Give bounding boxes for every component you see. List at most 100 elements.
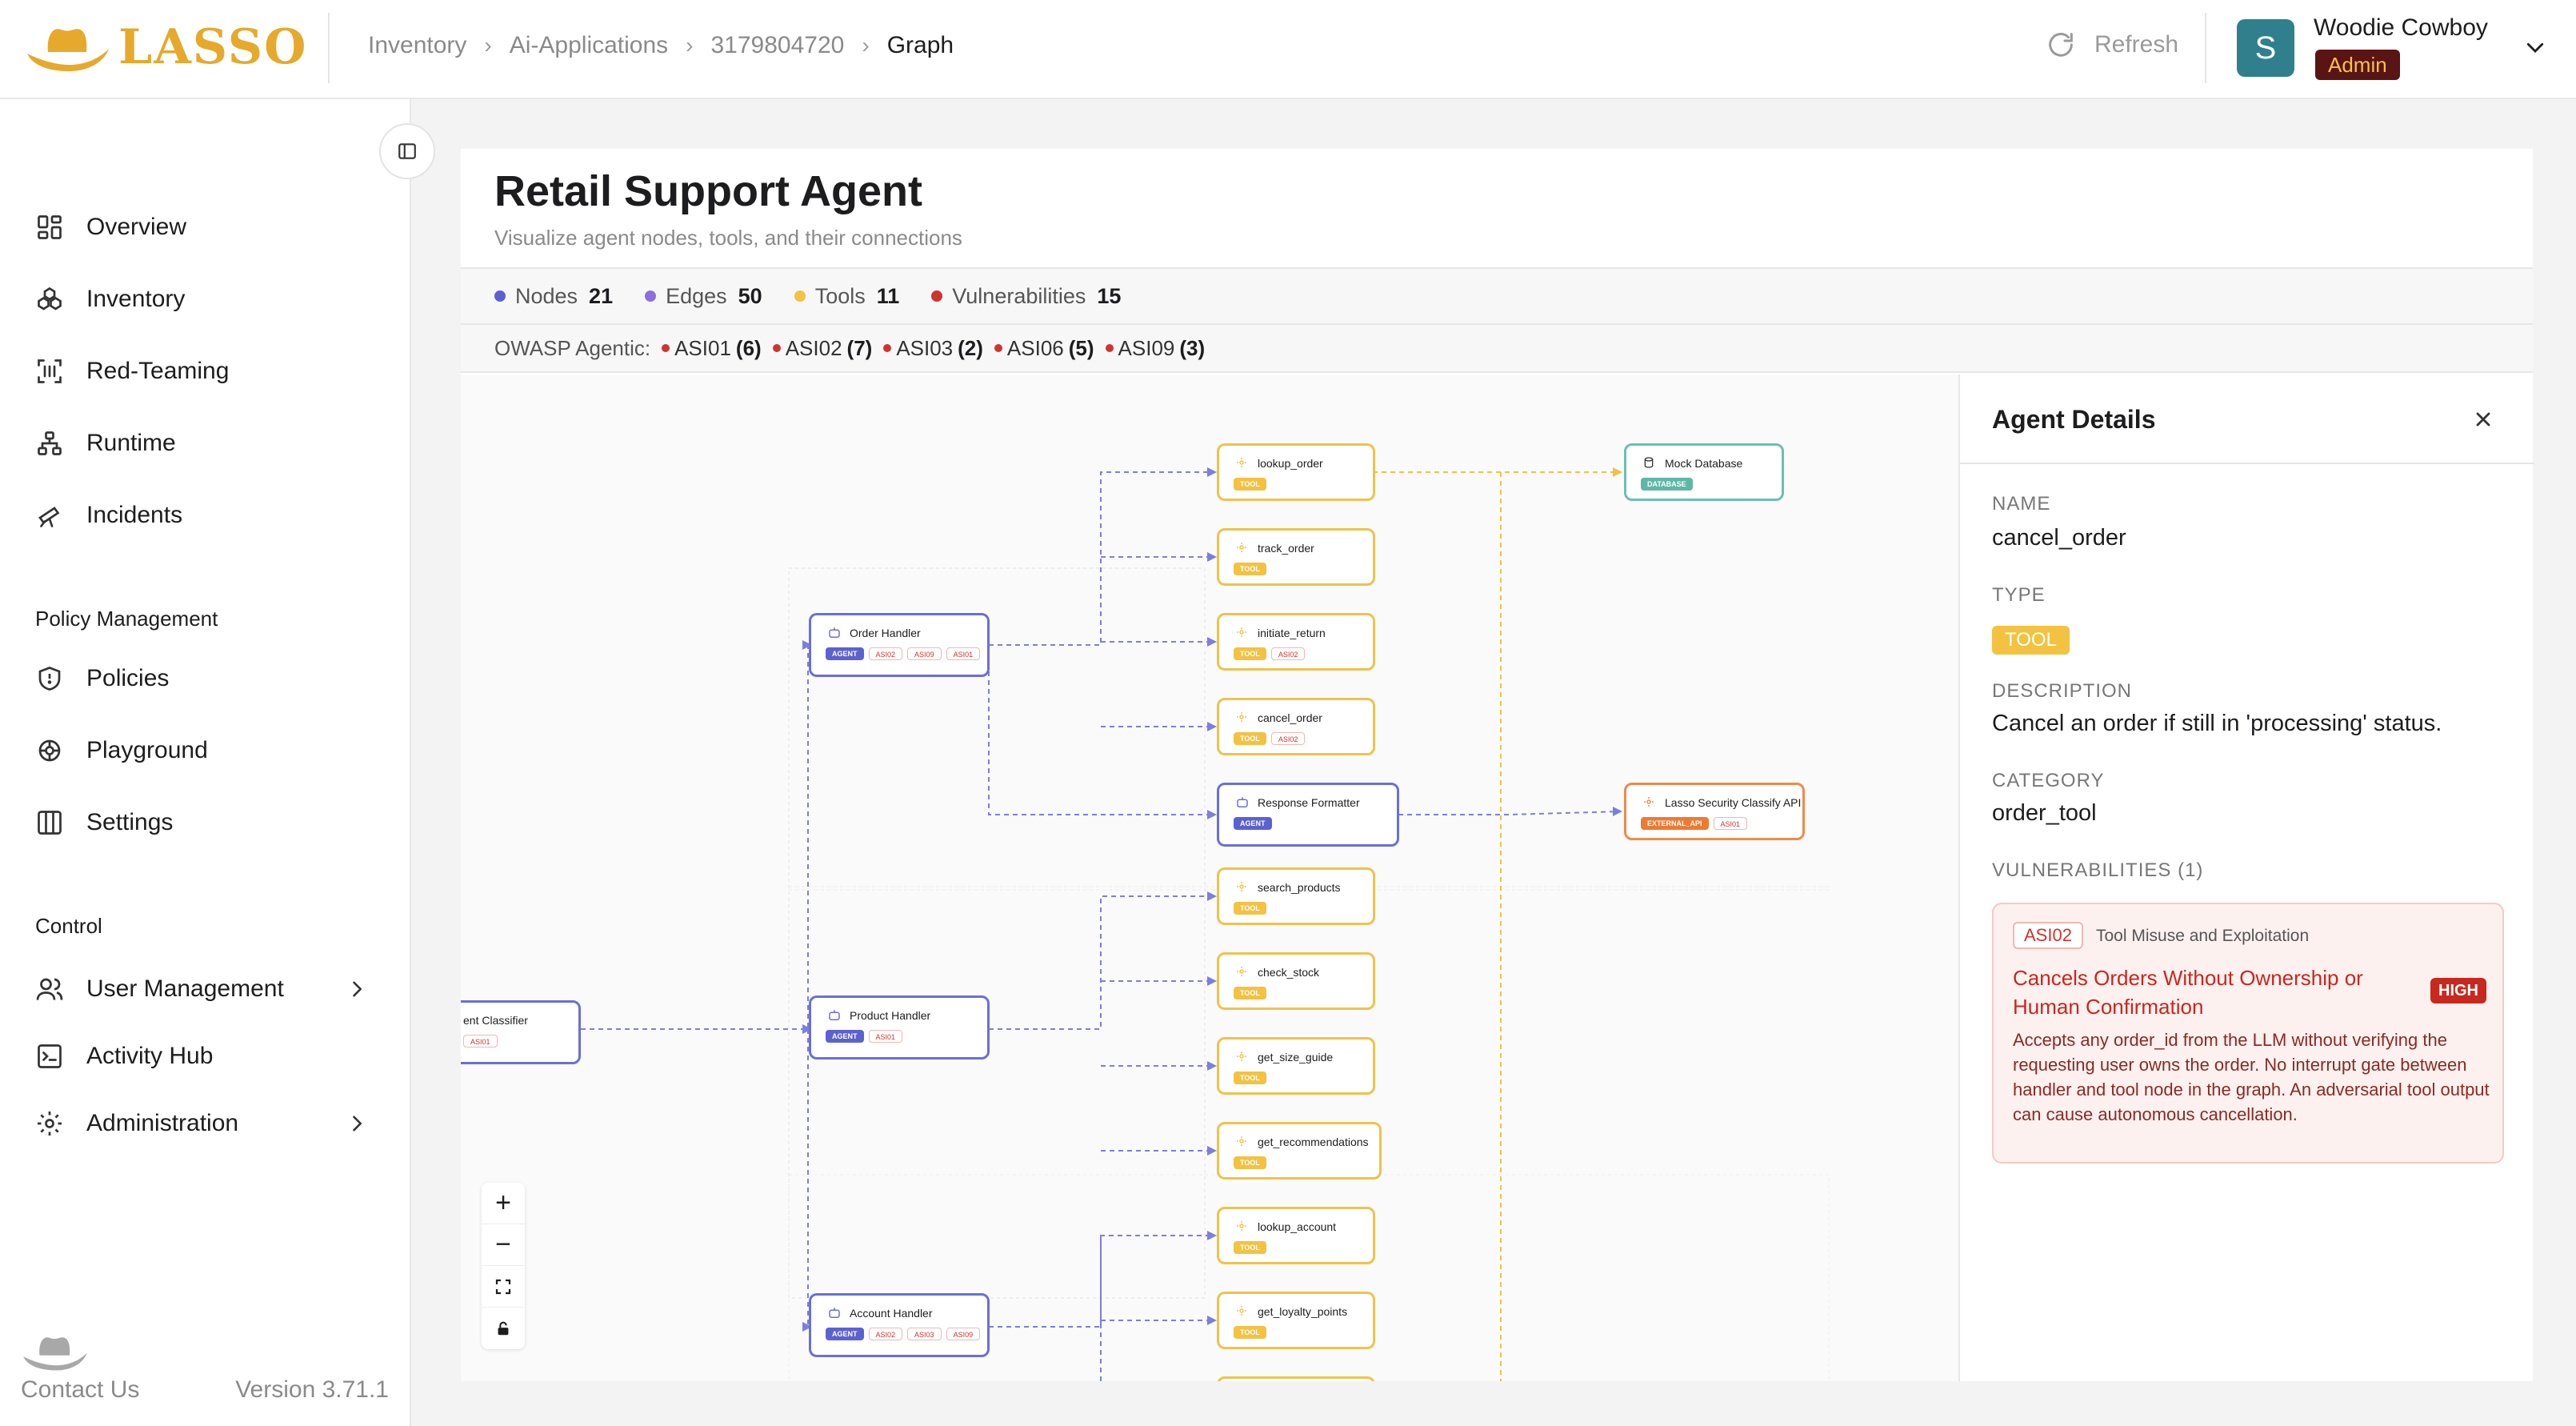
chevron-right-icon: ›	[862, 33, 870, 58]
vuln-dot-icon	[772, 344, 781, 352]
refresh-button[interactable]: Refresh	[2045, 29, 2178, 61]
node-lasso-classify-api[interactable]: Lasso Security Classify API EXTERNAL_API…	[1624, 783, 1805, 840]
node-tag: DATABASE	[1641, 478, 1693, 491]
red-teaming-icon	[38, 359, 62, 383]
chevron-right-icon[interactable]	[346, 978, 368, 1000]
node-tag: ASI02	[868, 647, 903, 660]
tool-gear-icon	[1237, 543, 1246, 552]
gear-icon	[38, 1112, 62, 1136]
node-tag: ASI02	[1270, 647, 1306, 660]
node-search-products[interactable]: search_products TOOL	[1217, 867, 1375, 925]
tool-gear-icon	[1237, 1306, 1246, 1316]
vulnerabilities-dot-icon	[931, 290, 943, 302]
sidebar-item-overview[interactable]: Overview	[35, 213, 186, 242]
sidebar-item-user-management[interactable]: User Management	[35, 975, 284, 1003]
sidebar-item-runtime[interactable]: Runtime	[35, 429, 176, 458]
node-tag: TOOL	[1234, 1241, 1266, 1254]
version-label: Version 3.71.1	[235, 1376, 389, 1403]
sidebar-item-label: Playground	[86, 737, 208, 763]
fit-view-button[interactable]	[482, 1266, 525, 1308]
owasp-code: ASI02	[785, 335, 842, 360]
sidebar-item-playground[interactable]: Playground	[35, 736, 208, 765]
sidebar-item-activity-hub[interactable]: Activity Hub	[35, 1042, 213, 1071]
node-partial-tool[interactable]	[1217, 1376, 1375, 1381]
node-lookup-order[interactable]: lookup_order TOOL	[1217, 443, 1375, 501]
node-get-loyalty-points[interactable]: get_loyalty_points TOOL	[1217, 1292, 1375, 1349]
sidebar-item-administration[interactable]: Administration	[35, 1109, 238, 1138]
node-tag: ASI01	[946, 647, 981, 660]
close-icon[interactable]	[2472, 408, 2494, 431]
brand-logo[interactable]: LASSO	[24, 19, 307, 75]
owasp-filter-asi02[interactable]: ASI02(7)	[772, 335, 872, 361]
node-tag: ASI02	[1270, 732, 1306, 745]
sidebar-item-policies[interactable]: Policies	[35, 664, 169, 693]
stat-edges: Edges 50	[645, 284, 762, 309]
node-mock-database[interactable]: Mock Database DATABASE	[1624, 443, 1784, 501]
node-track-order[interactable]: track_order TOOL	[1217, 528, 1375, 586]
breadcrumb-ai-applications[interactable]: Ai-Applications	[509, 32, 669, 58]
owasp-label: OWASP Agentic:	[494, 335, 651, 360]
details-title: Agent Details	[1992, 405, 2156, 434]
node-tag: TOOL	[1234, 1156, 1266, 1169]
tool-gear-icon	[1237, 882, 1246, 891]
node-get-recommendations[interactable]: get_recommendations TOOL	[1217, 1122, 1382, 1180]
node-check-stock[interactable]: check_stock TOOL	[1217, 952, 1375, 1010]
avatar[interactable]: S	[2237, 19, 2294, 77]
node-tag: TOOL	[1234, 1326, 1266, 1339]
owasp-filter-asi03[interactable]: ASI03(2)	[883, 336, 983, 361]
breadcrumb-inventory[interactable]: Inventory	[368, 32, 467, 58]
section-control: Control	[35, 914, 102, 938]
inventory-icon	[38, 286, 62, 310]
node-lookup-account[interactable]: lookup_account TOOL	[1217, 1207, 1375, 1264]
node-tag: TOOL	[1234, 478, 1266, 491]
description-label: DESCRIPTION	[1992, 680, 2133, 702]
stat-value: 11	[876, 283, 900, 308]
node-intent-classifier[interactable]: ent Classifier ASI01	[461, 1000, 581, 1064]
sidebar-item-red-teaming[interactable]: Red-Teaming	[35, 357, 229, 386]
breadcrumb: Inventory › Ai-Applications › 3179804720…	[368, 32, 954, 59]
owasp-code: ASI01	[674, 335, 731, 360]
chevron-right-icon[interactable]	[346, 1112, 368, 1135]
top-bar: LASSO Inventory › Ai-Applications › 3179…	[0, 0, 2576, 99]
sidebar-item-inventory[interactable]: Inventory	[35, 285, 185, 314]
vuln-dot-icon	[1105, 344, 1114, 352]
sidebar-item-incidents[interactable]: Incidents	[35, 501, 182, 530]
node-get-size-guide[interactable]: get_size_guide TOOL	[1217, 1037, 1375, 1095]
owasp-code: ASI03	[896, 335, 954, 360]
stat-value: 15	[1097, 283, 1122, 308]
sidebar-item-label: User Management	[86, 975, 284, 1002]
stat-nodes: Nodes 21	[494, 284, 613, 309]
graph-canvas[interactable]: ent Classifier ASI01 Order Handler AGENT…	[461, 375, 1958, 1381]
node-label: get_recommendations	[1258, 1136, 1369, 1148]
zoom-in-button[interactable]: +	[482, 1183, 525, 1224]
owasp-filter-asi01[interactable]: ASI01(6)	[662, 336, 762, 361]
breadcrumb-app-id[interactable]: 3179804720	[710, 32, 845, 58]
sidebar-item-settings[interactable]: Settings	[35, 808, 173, 837]
vulnerability-card[interactable]: ASI02 Tool Misuse and Exploitation Cance…	[1992, 903, 2504, 1164]
database-icon	[1644, 457, 1654, 468]
owasp-filter-asi09[interactable]: ASI09(3)	[1105, 336, 1205, 361]
agent-icon	[829, 627, 840, 638]
sidebar-item-label: Red-Teaming	[86, 358, 230, 384]
tool-gear-icon	[1237, 1136, 1246, 1146]
sidebar-collapse-button[interactable]	[379, 123, 435, 179]
brand-name: LASSO	[118, 19, 308, 75]
sidebar-item-label: Incidents	[86, 502, 183, 528]
owasp-count: (2)	[958, 335, 983, 360]
contact-us-link[interactable]: Contact Us	[21, 1376, 140, 1403]
user-name: Woodie Cowboy	[2314, 14, 2488, 41]
role-badge: Admin	[2315, 50, 2400, 80]
runtime-icon	[38, 431, 62, 455]
node-response-formatter[interactable]: Response Formatter AGENT	[1217, 783, 1399, 847]
zoom-out-button[interactable]: −	[482, 1224, 525, 1266]
lock-button[interactable]	[482, 1308, 525, 1349]
owasp-filter-asi06[interactable]: ASI06(5)	[994, 336, 1094, 361]
stat-value: 21	[589, 283, 614, 308]
chevron-down-icon[interactable]	[2523, 35, 2547, 59]
sidebar-item-label: Runtime	[86, 430, 176, 456]
